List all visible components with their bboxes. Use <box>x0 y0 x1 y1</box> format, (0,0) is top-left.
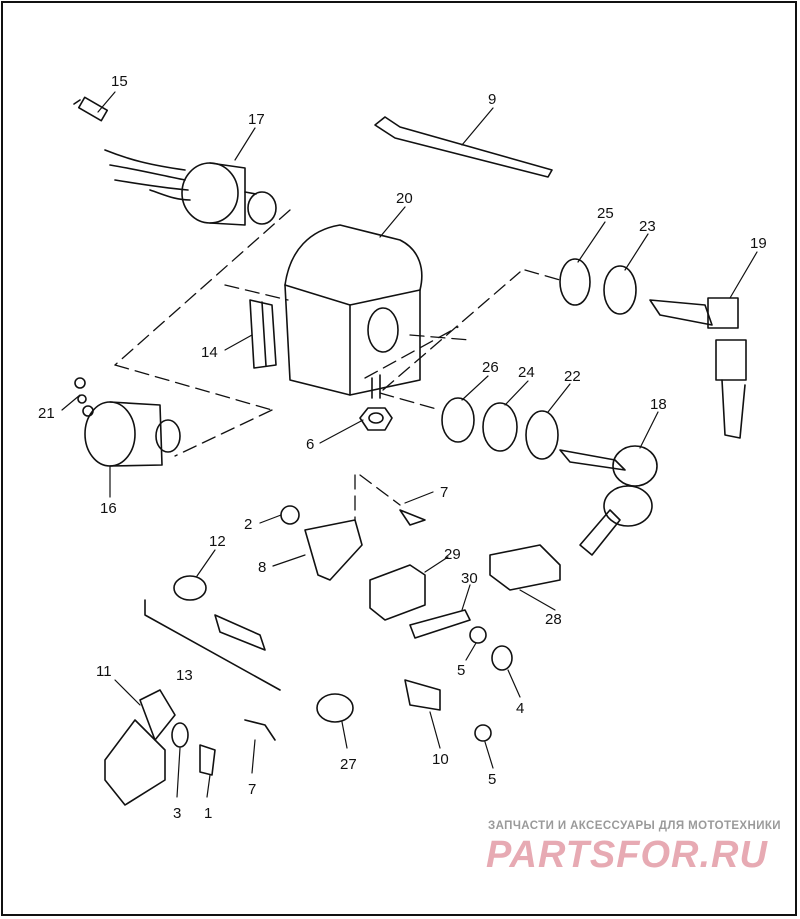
part-label-22: 22 <box>564 368 581 385</box>
part-label-5-upper: 5 <box>457 662 465 679</box>
part-label-1: 1 <box>204 805 212 822</box>
part-label-26: 26 <box>482 359 499 376</box>
watermark-logo: PARTSFOR.RU <box>486 834 768 876</box>
part-label-7-lower: 7 <box>248 781 256 798</box>
mounting-bracket <box>249 299 277 369</box>
hex-nut <box>359 407 393 431</box>
part-label-20: 20 <box>396 190 413 207</box>
part-label-8: 8 <box>258 559 266 576</box>
part-label-13: 13 <box>176 667 193 684</box>
part-label-15: 15 <box>111 73 128 90</box>
relay-mount <box>280 505 426 581</box>
part-label-16: 16 <box>100 500 117 517</box>
part-label-9: 9 <box>488 91 496 108</box>
part-label-14: 14 <box>201 344 218 361</box>
part-label-12: 12 <box>209 533 226 550</box>
part-label-5-lower: 5 <box>488 771 496 788</box>
part-label-2: 2 <box>244 516 252 533</box>
part-label-27: 27 <box>340 756 357 773</box>
switch-cover <box>284 224 423 399</box>
part-label-4: 4 <box>516 700 524 717</box>
cable-tie <box>374 116 553 178</box>
watermark-caption: ЗАПЧАСТИ И АКСЕССУАРЫ ДЛЯ МОТОТЕХНИКИ <box>488 820 781 832</box>
ignition-switch-with-wires <box>104 149 277 226</box>
part-label-6: 6 <box>306 436 314 453</box>
fuse <box>73 96 109 122</box>
part-label-23: 23 <box>639 218 656 235</box>
part-label-18: 18 <box>650 396 667 413</box>
part-label-21: 21 <box>38 405 55 422</box>
ignition-keys <box>559 445 658 556</box>
part-label-11: 11 <box>96 663 112 680</box>
lock-ring-and-key <box>559 258 747 439</box>
part-label-3: 3 <box>173 805 181 822</box>
part-label-24: 24 <box>518 364 535 381</box>
assembly-guide-lines <box>114 209 561 521</box>
sensor-switches <box>316 679 441 723</box>
part-numbers: 15 17 9 20 25 23 19 14 21 6 16 26 24 22 … <box>38 73 767 822</box>
circuit-breaker-and-relay-bracket <box>369 544 561 639</box>
leader-lines <box>61 91 758 798</box>
washer-set <box>441 397 559 460</box>
part-label-30: 30 <box>461 570 478 587</box>
part-label-10: 10 <box>432 751 449 768</box>
seal-and-oil-pressure-switch <box>144 575 281 691</box>
part-label-29: 29 <box>444 546 461 563</box>
part-label-7-upper: 7 <box>440 484 448 501</box>
nuts-and-cap <box>469 626 513 742</box>
part-label-19: 19 <box>750 235 767 252</box>
ignition-switch <box>84 401 181 467</box>
part-label-28: 28 <box>545 611 562 628</box>
part-label-25: 25 <box>597 205 614 222</box>
part-label-17: 17 <box>248 111 265 128</box>
relay-with-bracket <box>104 689 276 806</box>
screw-and-washer <box>74 377 94 417</box>
